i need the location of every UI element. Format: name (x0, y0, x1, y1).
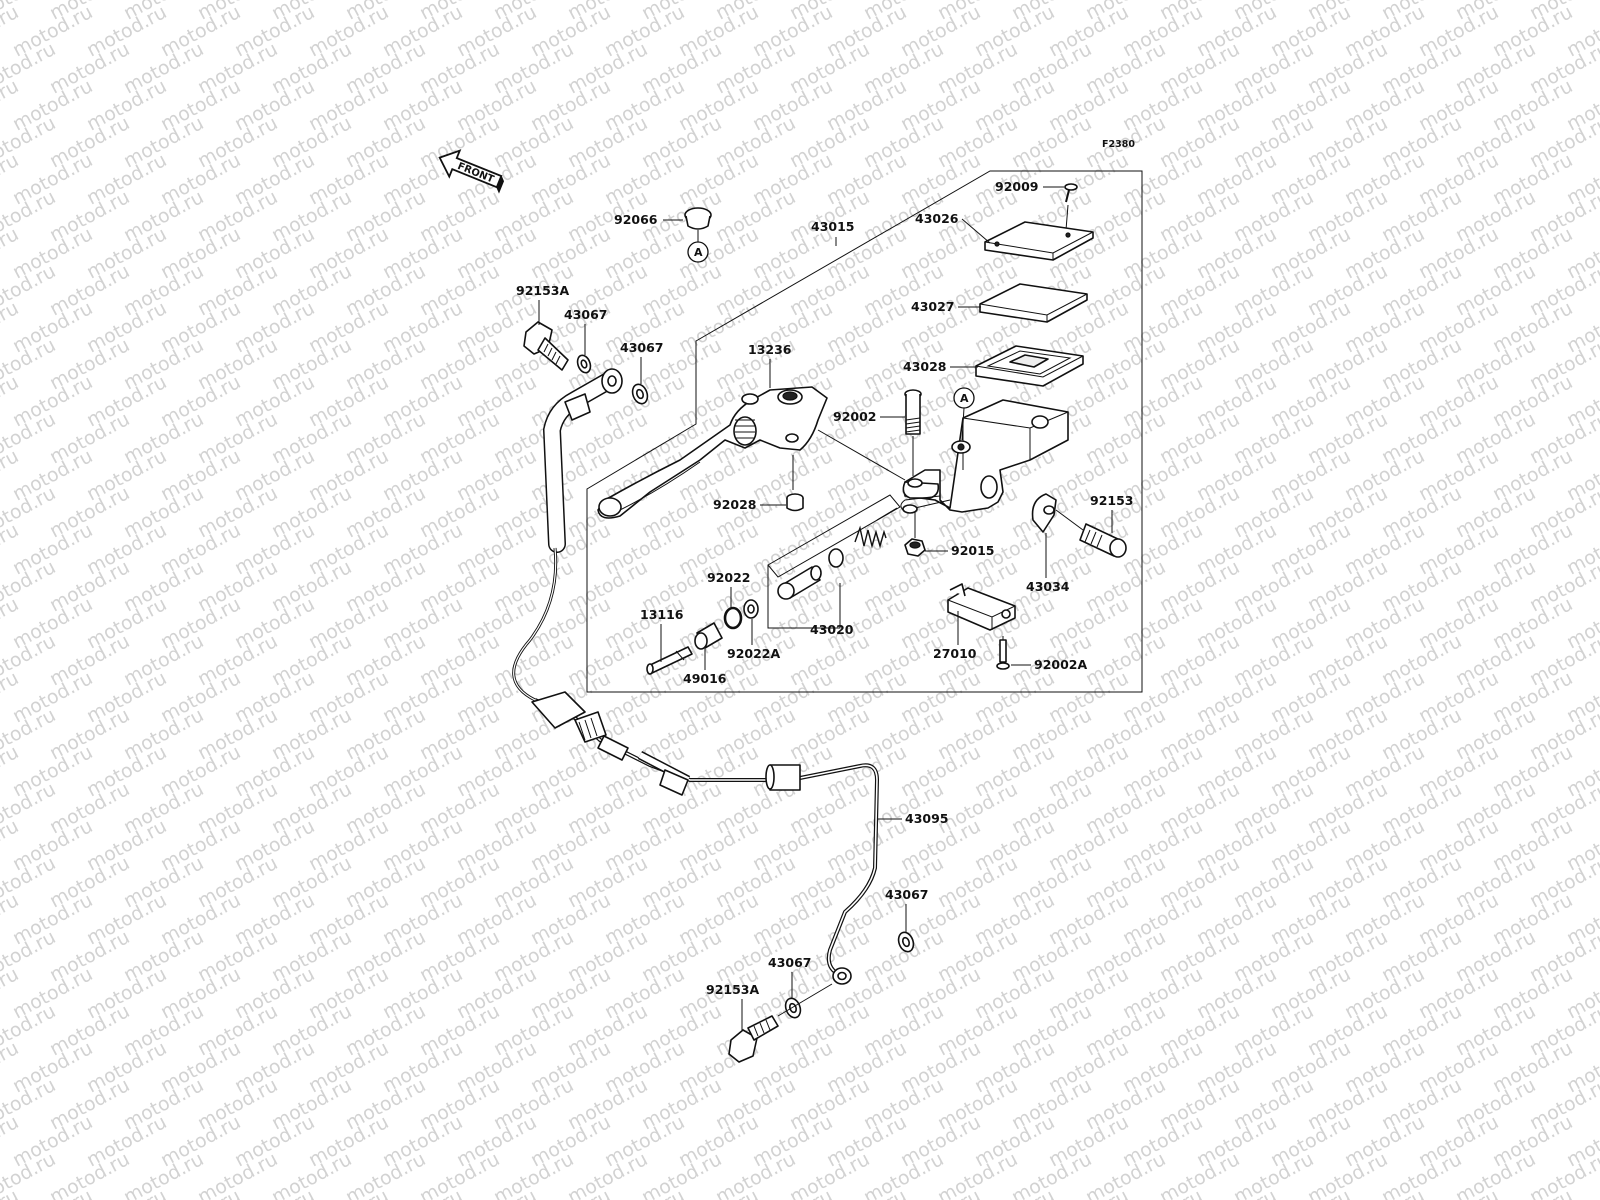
diagram-code: F2380 (1102, 139, 1135, 150)
label-49016: 49016 (683, 671, 727, 686)
label-92153A-top: 92153A (516, 283, 569, 298)
label-43027: 43027 (911, 299, 955, 314)
label-43034: 43034 (1026, 579, 1070, 594)
label-43067-b: 43067 (620, 340, 664, 355)
label-43015: 43015 (811, 219, 855, 234)
cap-92066-icon (684, 207, 712, 242)
label-13236: 13236 (748, 342, 792, 357)
label-92002A: 92002A (1034, 657, 1087, 672)
bushing-92028-icon (786, 493, 804, 512)
label-43067-d: 43067 (768, 955, 812, 970)
label-43067-c: 43067 (885, 887, 929, 902)
label-92015: 92015 (951, 543, 995, 558)
label-27010: 27010 (933, 646, 977, 661)
label-92153: 92153 (1090, 493, 1134, 508)
label-92066: 92066 (614, 212, 658, 227)
label-92002: 92002 (833, 409, 877, 424)
label-92009: 92009 (995, 179, 1039, 194)
label-43020: 43020 (810, 622, 854, 637)
label-13116: 13116 (640, 607, 684, 622)
label-92028: 92028 (713, 497, 757, 512)
label-92153A-bottom: 92153A (706, 982, 759, 997)
label-43067-a: 43067 (564, 307, 608, 322)
label-92022A: 92022A (727, 646, 780, 661)
label-43026: 43026 (915, 211, 959, 226)
label-92022: 92022 (707, 570, 751, 585)
callout-a-left-letter: A (694, 246, 703, 259)
label-43028: 43028 (903, 359, 947, 374)
label-43095: 43095 (905, 811, 949, 826)
circlip-92022-icon (723, 606, 743, 630)
callout-a-right-letter: A (960, 392, 969, 405)
washer-92022A-icon (743, 599, 759, 619)
callout-a-left: A (687, 241, 709, 263)
